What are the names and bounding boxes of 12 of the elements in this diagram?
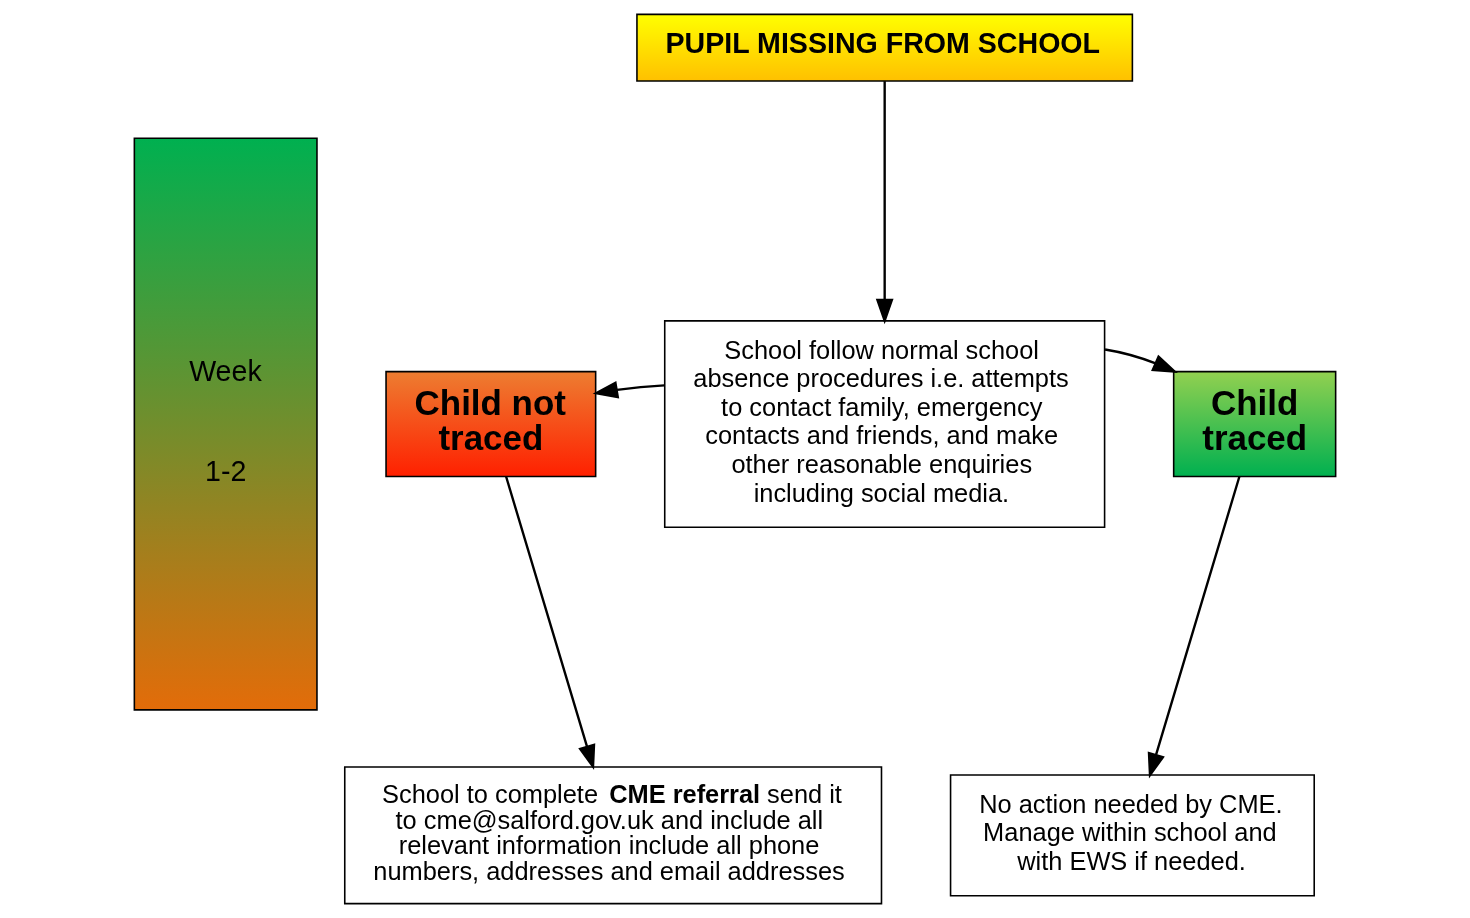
arrow — [504, 476, 596, 771]
node-box: School follow normal school absence procedures i.e. attempts to contact family, emergency contacts and friends, and make other reasonable enquiries including social media. — [663, 320, 1106, 529]
arrow — [1104, 348, 1178, 373]
node-box: Child not traced — [385, 370, 597, 478]
arrow — [875, 81, 894, 325]
arrow — [1147, 476, 1241, 779]
node-box: Child traced — [1172, 370, 1337, 478]
node-box: PUPIL MISSING FROM SCHOOL — [636, 13, 1134, 82]
node-box: No action needed by CME. Manage within school and with EWS if needed. — [949, 774, 1315, 897]
arrow — [592, 380, 665, 399]
node-box: Week 1-2 — [133, 137, 318, 711]
node-box: School to complete CME referral send it to cme@salford.gov.uk and include all relevant information include all phone numbers, addresses and email addresses — [343, 766, 883, 905]
